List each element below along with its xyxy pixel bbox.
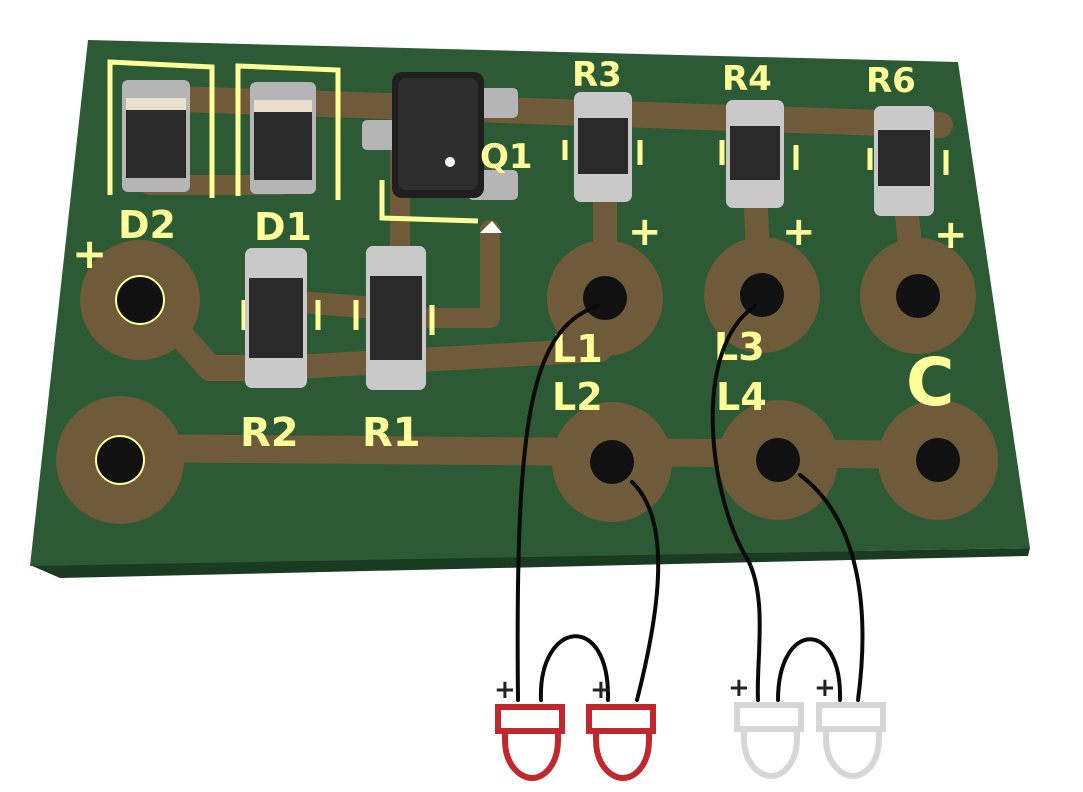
pad-ground-in xyxy=(56,396,184,524)
wire-l1 xyxy=(515,304,599,702)
led-white-1: + xyxy=(728,673,804,780)
led-wires xyxy=(515,304,865,702)
r3-resistor xyxy=(574,92,632,202)
r2-resistor xyxy=(245,248,307,388)
through-hole-pads xyxy=(56,237,998,524)
label-r1: R1 xyxy=(362,410,421,456)
silkscreen-outlines xyxy=(107,59,949,335)
plus-input: + xyxy=(72,229,107,278)
r1-resistor xyxy=(366,246,426,390)
smd-components xyxy=(122,72,934,390)
label-c: C xyxy=(906,344,954,421)
led-white-2: + xyxy=(814,673,886,780)
label-d2: D2 xyxy=(118,203,176,247)
plus-r3: + xyxy=(628,209,662,255)
q1-transistor xyxy=(362,72,518,200)
label-r4: R4 xyxy=(722,59,772,99)
r4-resistor xyxy=(726,100,784,208)
led-polarity: + xyxy=(590,675,612,705)
pad-l2 xyxy=(552,402,672,522)
wire-white-link xyxy=(776,637,843,702)
wire-l3 xyxy=(710,304,762,702)
plus-r6: + xyxy=(934,212,968,258)
wire-red-link xyxy=(538,634,611,702)
label-q1: Q1 xyxy=(480,137,533,177)
label-l3: L3 xyxy=(714,325,765,369)
label-r3: R3 xyxy=(572,55,622,95)
wire-l2 xyxy=(630,480,661,702)
led-polarity: + xyxy=(728,673,750,703)
pad-c-top xyxy=(860,238,976,354)
wire-l4 xyxy=(798,473,865,702)
d2-diode xyxy=(122,80,190,192)
plus-r4: + xyxy=(782,209,816,255)
r6-resistor xyxy=(874,106,934,216)
pcb-board-edge xyxy=(30,548,1030,578)
pad-l1 xyxy=(547,240,663,356)
label-l2: L2 xyxy=(552,375,603,419)
pad-c-bottom xyxy=(878,400,998,520)
leds: + + + + xyxy=(494,673,886,782)
label-r2: R2 xyxy=(240,410,299,456)
silkscreen-text: D2 D1 Q1 R3 R4 R6 R2 R1 L1 L2 L3 L4 C + … xyxy=(72,55,968,456)
label-d1: D1 xyxy=(254,205,312,249)
pad-l3 xyxy=(704,237,820,353)
label-l4: L4 xyxy=(716,375,767,419)
pad-plus-in xyxy=(80,240,200,360)
led-red-1: + xyxy=(494,675,565,782)
led-red-2: + xyxy=(586,675,656,782)
led-polarity: + xyxy=(494,675,516,705)
d1-diode xyxy=(250,82,316,194)
q1-pin1-marker xyxy=(480,221,502,233)
label-r6: R6 xyxy=(866,61,916,101)
pad-l4 xyxy=(718,400,838,520)
led-polarity: + xyxy=(814,673,836,703)
